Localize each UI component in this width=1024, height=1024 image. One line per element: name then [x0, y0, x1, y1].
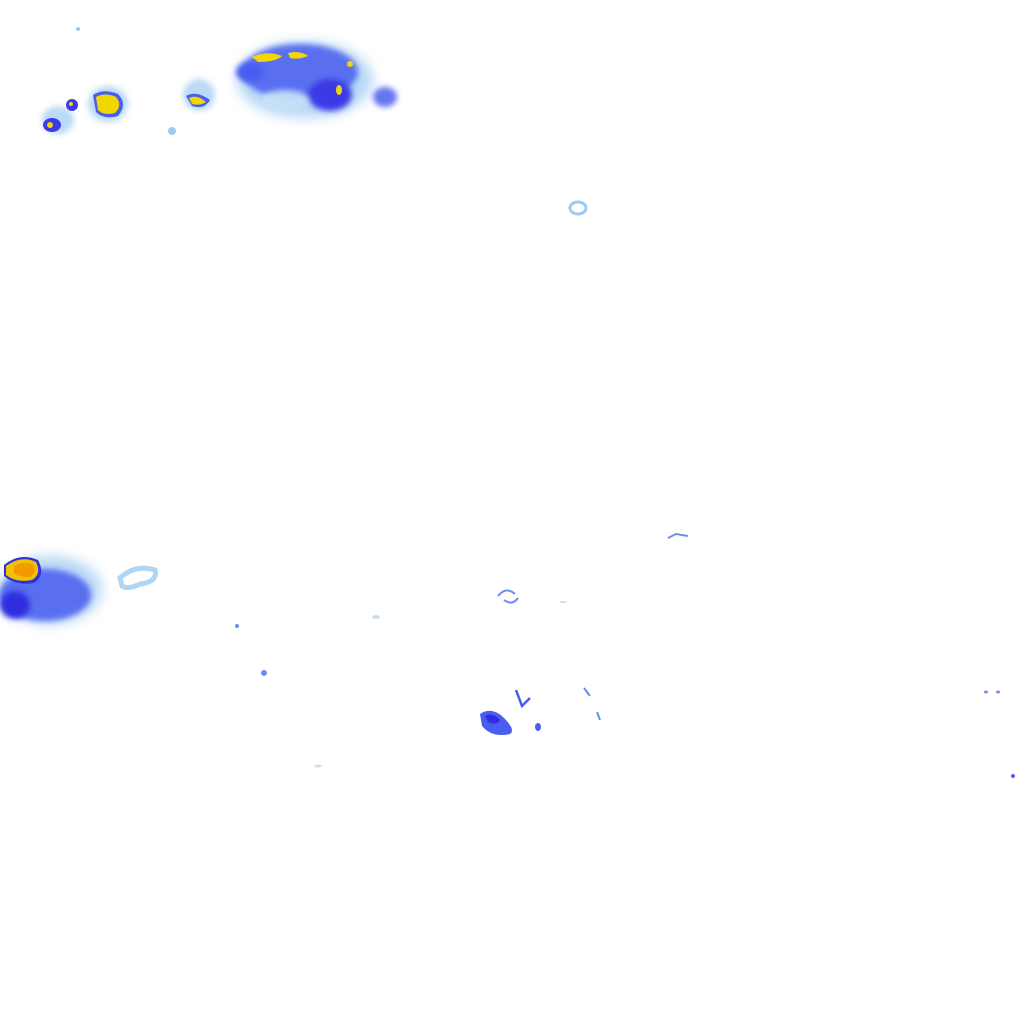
- echo-region-central-south-cell: [480, 689, 541, 735]
- echo-region-scattered-light-echoes: [76, 27, 1015, 778]
- echo-region-west-cluster: [0, 556, 158, 624]
- echo-region-northwest-cells: [42, 79, 215, 135]
- echo-region-north-cluster: [236, 42, 397, 118]
